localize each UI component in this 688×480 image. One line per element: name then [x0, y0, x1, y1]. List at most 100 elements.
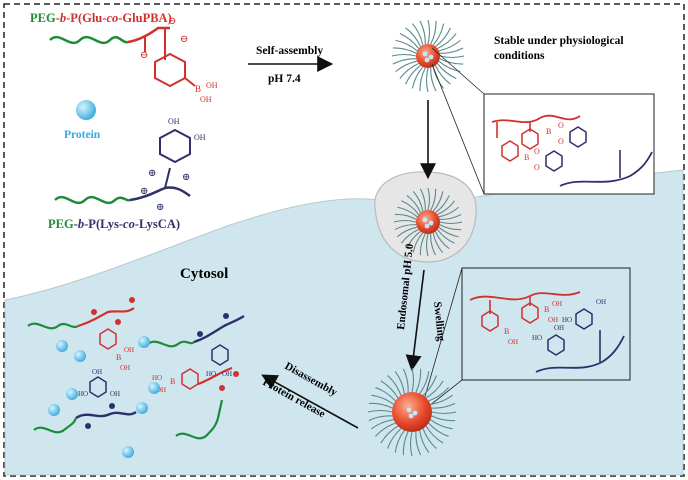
corona-chain [422, 375, 437, 396]
corona-chain [430, 233, 437, 256]
corona-chain [438, 226, 459, 238]
corona-chain [439, 47, 464, 54]
zoom-line-1b [431, 63, 485, 195]
corona-chain [409, 431, 413, 457]
inset2-oh-3: OH [508, 338, 518, 346]
encapsulated-protein [428, 220, 434, 226]
polymer2-oh-1: OH [168, 117, 180, 126]
corona-chain [394, 430, 405, 453]
corona-chain [380, 425, 399, 444]
corona-chain [431, 411, 457, 415]
corona-chain [392, 47, 417, 54]
corona-chain [425, 67, 429, 93]
corona-chain [435, 27, 451, 48]
released-ho-3: HO [152, 374, 162, 382]
corona-chain [375, 422, 396, 437]
corona-chain [419, 233, 426, 256]
corona-chain [439, 213, 462, 220]
inset2-ho-1: HO [562, 316, 572, 324]
polymer2-peg-chain [54, 195, 131, 205]
swelling-arrow [405, 269, 425, 372]
corona-chain [430, 67, 437, 92]
released-polymers [27, 297, 245, 440]
released-oh-3: OH [222, 370, 232, 378]
corona-chain [394, 213, 417, 220]
polymer1-oh-2: OH [200, 95, 212, 104]
inset2-ho-2: HO [532, 334, 542, 342]
inset1-boron-2: B [524, 153, 529, 162]
encapsulated-protein [424, 57, 430, 63]
corona-chain [434, 231, 450, 250]
swollen-micelle [367, 367, 457, 457]
corona-chain [428, 387, 449, 402]
released-peg-4 [175, 399, 224, 440]
corona-chain [405, 27, 422, 47]
inset2-oh-5: OH [554, 324, 564, 332]
inset1-oxygen-3: O [534, 147, 540, 156]
corona-chain [432, 23, 445, 46]
corona-chain [437, 33, 457, 50]
corona-chain [415, 431, 422, 456]
released-oh-6: OH [156, 386, 166, 394]
corona-chain [432, 232, 444, 253]
micelle-core [392, 392, 432, 432]
corona-chain [368, 402, 393, 409]
polymer2-plus-1: ⊕ [140, 186, 148, 197]
swelling-label: Swelling [431, 301, 447, 342]
corona-chain [395, 39, 418, 52]
corona-chain [401, 200, 420, 215]
released-boron-1: B [116, 353, 121, 362]
inset-crosslink-cleaved [461, 267, 631, 381]
inset2-oh-2: OH [548, 316, 558, 324]
protein-sphere [76, 100, 96, 120]
inset2-boron-2: B [504, 327, 509, 336]
polymer2-oh-2: OH [194, 133, 206, 142]
corona-chain [380, 380, 399, 399]
stable-label-line2: conditions [494, 50, 545, 62]
corona-chain [431, 415, 456, 422]
corona-chain [439, 221, 463, 225]
released-peg-3 [33, 417, 78, 434]
released-proteins [48, 336, 160, 458]
corona-chain [371, 394, 394, 405]
encapsulated-protein [412, 410, 418, 416]
inset2-boron-1: B [544, 305, 549, 314]
polymer2-label: PEG-b-P(Lys-co-LysCA) [48, 217, 180, 231]
released-oh-5: OH [110, 390, 120, 398]
corona-chain [411, 23, 424, 46]
corona-chain [371, 419, 394, 430]
released-peg-1 [27, 322, 79, 330]
polymer1-oh-1: OH [206, 81, 218, 90]
corona-chain [402, 368, 409, 393]
polymer1-boron: B [195, 84, 201, 94]
polymer1-minus-1: ⊖ [140, 50, 148, 61]
corona-chain [367, 409, 393, 413]
corona-chain [425, 380, 444, 399]
inset2-oh-4: OH [596, 298, 606, 306]
micelle-core [416, 210, 440, 234]
micelle-core [416, 44, 440, 68]
corona-chain [375, 387, 396, 402]
corona-chain [406, 194, 422, 213]
released-peg-2 [147, 340, 195, 348]
disassembly-arrow [261, 374, 359, 429]
corona-chain [412, 232, 424, 253]
corona-chain [430, 419, 453, 430]
polymer1-minus-2: ⊖ [168, 16, 176, 27]
corona-chain [437, 200, 456, 216]
released-blue-chain-1 [193, 314, 245, 344]
inset-crosslink-stable [483, 93, 655, 195]
self-assembly-label: Self-assembly [256, 45, 323, 57]
corona-chain [425, 425, 444, 444]
corona-chain [439, 58, 464, 65]
polymer2-plus-4: ⊕ [156, 202, 164, 213]
corona-chain [430, 188, 437, 211]
corona-chain [427, 19, 431, 45]
corona-chain [419, 67, 426, 92]
inset1-oxygen-4: O [534, 163, 540, 172]
corona-chain [387, 428, 402, 449]
corona-chain [436, 63, 457, 79]
ph74-label: pH 7.4 [268, 73, 301, 85]
corona-chain [387, 375, 402, 396]
corona-chain [431, 402, 456, 409]
